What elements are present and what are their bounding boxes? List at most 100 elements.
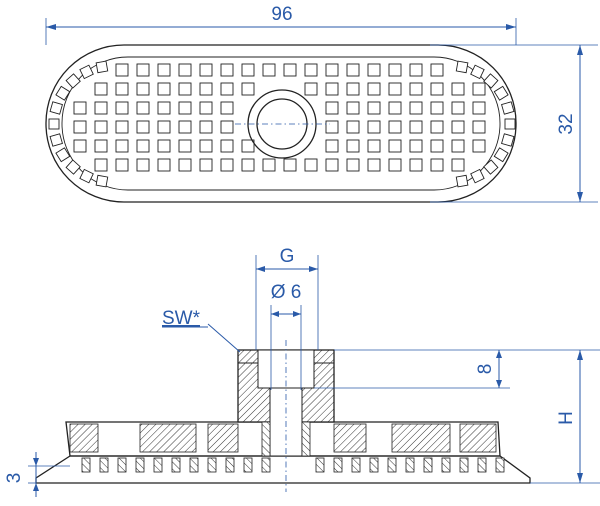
- grid-cell: [199, 158, 213, 172]
- edge-cell: [483, 159, 499, 175]
- rib: [351, 457, 361, 473]
- grid-cell: [115, 120, 129, 134]
- rib: [189, 457, 199, 473]
- grid-cell: [367, 139, 381, 153]
- section-view: G Ø 6 SW* 8 H 3: [4, 246, 600, 497]
- rib: [387, 457, 397, 473]
- grid-cell: [409, 139, 423, 153]
- hatch-section: [391, 423, 451, 453]
- edge-cell: [455, 174, 469, 188]
- grid-cell: [178, 158, 192, 172]
- grid-cell: [94, 120, 108, 134]
- grid-cell: [451, 82, 465, 96]
- grid-cell: [346, 63, 360, 77]
- edge-cell: [79, 168, 94, 184]
- edge-cell: [48, 118, 60, 130]
- rib: [225, 457, 235, 473]
- grid-cell: [199, 63, 213, 77]
- grid-cell: [115, 63, 129, 77]
- dimension-length: 96: [271, 4, 292, 25]
- grid-cell: [325, 158, 339, 172]
- grid-cell: [199, 120, 213, 134]
- edge-cell: [95, 60, 109, 74]
- rib: [117, 457, 127, 473]
- rib: [405, 457, 415, 473]
- rib: [477, 457, 487, 473]
- grid-cell: [73, 120, 87, 134]
- edge-cell: [470, 64, 485, 80]
- hatch-section: [459, 423, 497, 453]
- grid-cell: [178, 120, 192, 134]
- rib: [171, 457, 181, 473]
- grid-cell: [346, 139, 360, 153]
- grid-cell: [199, 139, 213, 153]
- grid-cell: [304, 158, 318, 172]
- grid-cell: [472, 120, 486, 134]
- grid-cell: [115, 82, 129, 96]
- grid-cell: [115, 101, 129, 115]
- grid-cell: [220, 82, 234, 96]
- grid-cell: [283, 158, 297, 172]
- grid-cell: [388, 120, 402, 134]
- edge-cell: [493, 85, 509, 101]
- grid-cell: [157, 158, 171, 172]
- grid-cell: [157, 82, 171, 96]
- grid-cell: [325, 82, 339, 96]
- grid-cell: [220, 158, 234, 172]
- grid-cell: [451, 101, 465, 115]
- edge-cell: [65, 159, 81, 175]
- dimension-height: H: [556, 411, 577, 425]
- grid-cell: [409, 158, 423, 172]
- stem-wall-right: [301, 421, 311, 457]
- rib: [243, 457, 253, 473]
- edge-cell: [493, 147, 509, 163]
- grid-cell: [94, 82, 108, 96]
- dimension-thread: G: [280, 246, 295, 267]
- grid-cell: [136, 139, 150, 153]
- grid-cell: [241, 139, 255, 153]
- grid-cell: [220, 120, 234, 134]
- top-view: 96 32: [45, 4, 598, 203]
- grid-cell: [367, 101, 381, 115]
- grid-cell: [157, 139, 171, 153]
- grid-cell: [388, 101, 402, 115]
- grid-cell: [262, 158, 276, 172]
- dimension-width: 32: [556, 113, 577, 134]
- grid-cell: [430, 158, 444, 172]
- grid-cell: [136, 82, 150, 96]
- edge-cell: [483, 73, 499, 89]
- rib: [495, 457, 505, 473]
- grid-cell: [451, 139, 465, 153]
- grid-cell: [94, 101, 108, 115]
- grid-cell: [241, 158, 255, 172]
- grid-cell: [157, 101, 171, 115]
- edge-cell: [65, 73, 81, 89]
- wrench-leader: [207, 323, 241, 353]
- grid-cell: [472, 101, 486, 115]
- edge-cell: [49, 133, 63, 147]
- grid-cell: [220, 139, 234, 153]
- grid-cell: [430, 101, 444, 115]
- suction-lip: [35, 455, 531, 484]
- grid-cell: [304, 63, 318, 77]
- grid-cell: [430, 120, 444, 134]
- grid-cell: [367, 158, 381, 172]
- grid-cell: [409, 82, 423, 96]
- grid-cell: [367, 63, 381, 77]
- rib: [261, 457, 271, 473]
- grid-cell: [94, 158, 108, 172]
- wrench-size-label: SW*: [162, 308, 201, 329]
- grid-cell: [178, 101, 192, 115]
- edge-cell: [55, 85, 71, 101]
- edge-cell: [95, 174, 109, 188]
- edge-cell: [501, 101, 515, 115]
- grid-cell: [115, 139, 129, 153]
- grid-cell: [472, 82, 486, 96]
- grid-cell: [136, 158, 150, 172]
- edge-cell: [470, 168, 485, 184]
- hatch-section: [333, 423, 367, 453]
- grid-cell: [346, 82, 360, 96]
- rib: [369, 457, 379, 473]
- grid-cell: [451, 120, 465, 134]
